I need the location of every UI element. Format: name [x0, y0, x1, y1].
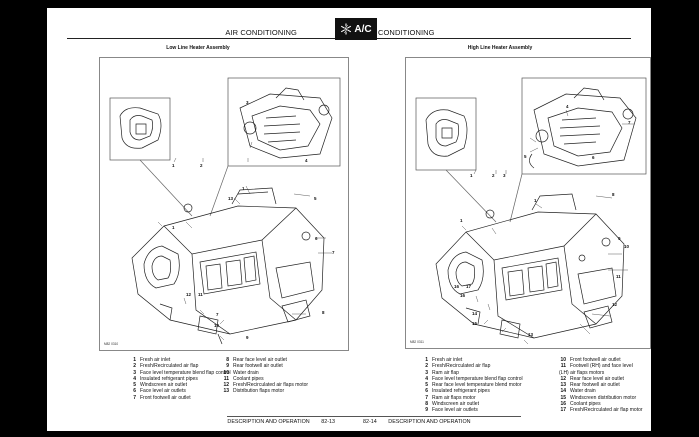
callout-6: 6: [592, 155, 595, 160]
callout-1: 1: [470, 173, 473, 178]
callout-1: 1: [172, 225, 175, 230]
header-rule: [349, 38, 631, 39]
footer-section: DESCRIPTION AND OPERATION: [388, 419, 471, 425]
callout-13: 13: [228, 196, 234, 201]
callout-4: 4: [305, 158, 308, 163]
section-badge-label: A/C: [354, 23, 372, 35]
page-number: 82-13: [321, 419, 335, 425]
high-line-heater-drawing: [415, 77, 647, 345]
callout-1: 1: [172, 163, 175, 168]
callout-12: 12: [186, 292, 192, 297]
callout-7: 7: [332, 250, 335, 255]
callout-17: 17: [466, 284, 472, 289]
header-rule: [67, 38, 349, 39]
callout-1: 1: [534, 198, 537, 203]
footer-rule: [227, 416, 349, 417]
left-page-header: AIR CONDITIONING: [225, 28, 297, 37]
right-page: AIR CONDITIONING High Line Heater Assemb…: [349, 8, 651, 431]
high-line-heater-figure: 7 4 5 6 1 2 3 1 8 1 9 10 11 16 17 16 12 …: [405, 57, 651, 349]
callout-2: 2: [492, 173, 495, 178]
callout-4: 4: [566, 104, 569, 109]
left-page: AIR CONDITIONING Low Line Heater Assembl…: [47, 8, 349, 431]
manual-spread: A/C AIR CONDITIONING Low Line Heater Ass…: [47, 8, 651, 431]
callout-1: 1: [242, 186, 245, 191]
page-number: 82-14: [363, 419, 377, 425]
callout-11: 11: [198, 292, 203, 297]
callout-7: 7: [216, 312, 219, 317]
snowflake-lightning-icon: [341, 23, 352, 35]
left-figure-title: Low Line Heater Assembly: [166, 45, 230, 51]
callout-12: 12: [612, 302, 618, 307]
callout-3: 3: [246, 100, 249, 105]
callout-16: 16: [460, 293, 466, 298]
callout-8: 8: [612, 192, 615, 197]
callout-11: 11: [616, 274, 621, 279]
callout-9: 9: [246, 335, 249, 340]
footer-section: DESCRIPTION AND OPERATION: [227, 419, 310, 425]
low-line-heater-drawing: [109, 77, 341, 345]
left-page-footer: DESCRIPTION AND OPERATION 82-13: [227, 419, 335, 425]
callout-5: 5: [524, 154, 527, 159]
figure-code: M82 0310: [104, 342, 119, 346]
figure-code: M82 0311: [410, 340, 424, 344]
section-badge: A/C: [335, 18, 377, 40]
callout-8: 8: [322, 310, 325, 315]
callout-3: 3: [503, 173, 506, 178]
footer-rule: [349, 416, 521, 417]
callout-2: 2: [200, 163, 203, 168]
callout-16: 16: [454, 284, 460, 289]
callout-15: 15: [472, 321, 478, 326]
callout-14: 14: [472, 311, 478, 316]
callout-10: 10: [214, 323, 220, 328]
callout-5: 5: [314, 196, 317, 201]
right-page-footer: 82-14 DESCRIPTION AND OPERATION: [363, 419, 471, 425]
right-figure-title: High Line Heater Assembly: [467, 45, 533, 51]
callout-7: 7: [628, 120, 631, 125]
callout-6: 6: [315, 236, 318, 241]
callout-10: 10: [624, 244, 630, 249]
right-page-header: AIR CONDITIONING: [363, 28, 435, 37]
callout-13: 13: [528, 332, 534, 337]
callout-1: 1: [460, 218, 463, 223]
callout-9: 9: [618, 236, 621, 241]
low-line-heater-figure: 1 2 3 4 1 13 5 1 6 7 12 11 7 8 10 9 M82 …: [99, 57, 349, 351]
